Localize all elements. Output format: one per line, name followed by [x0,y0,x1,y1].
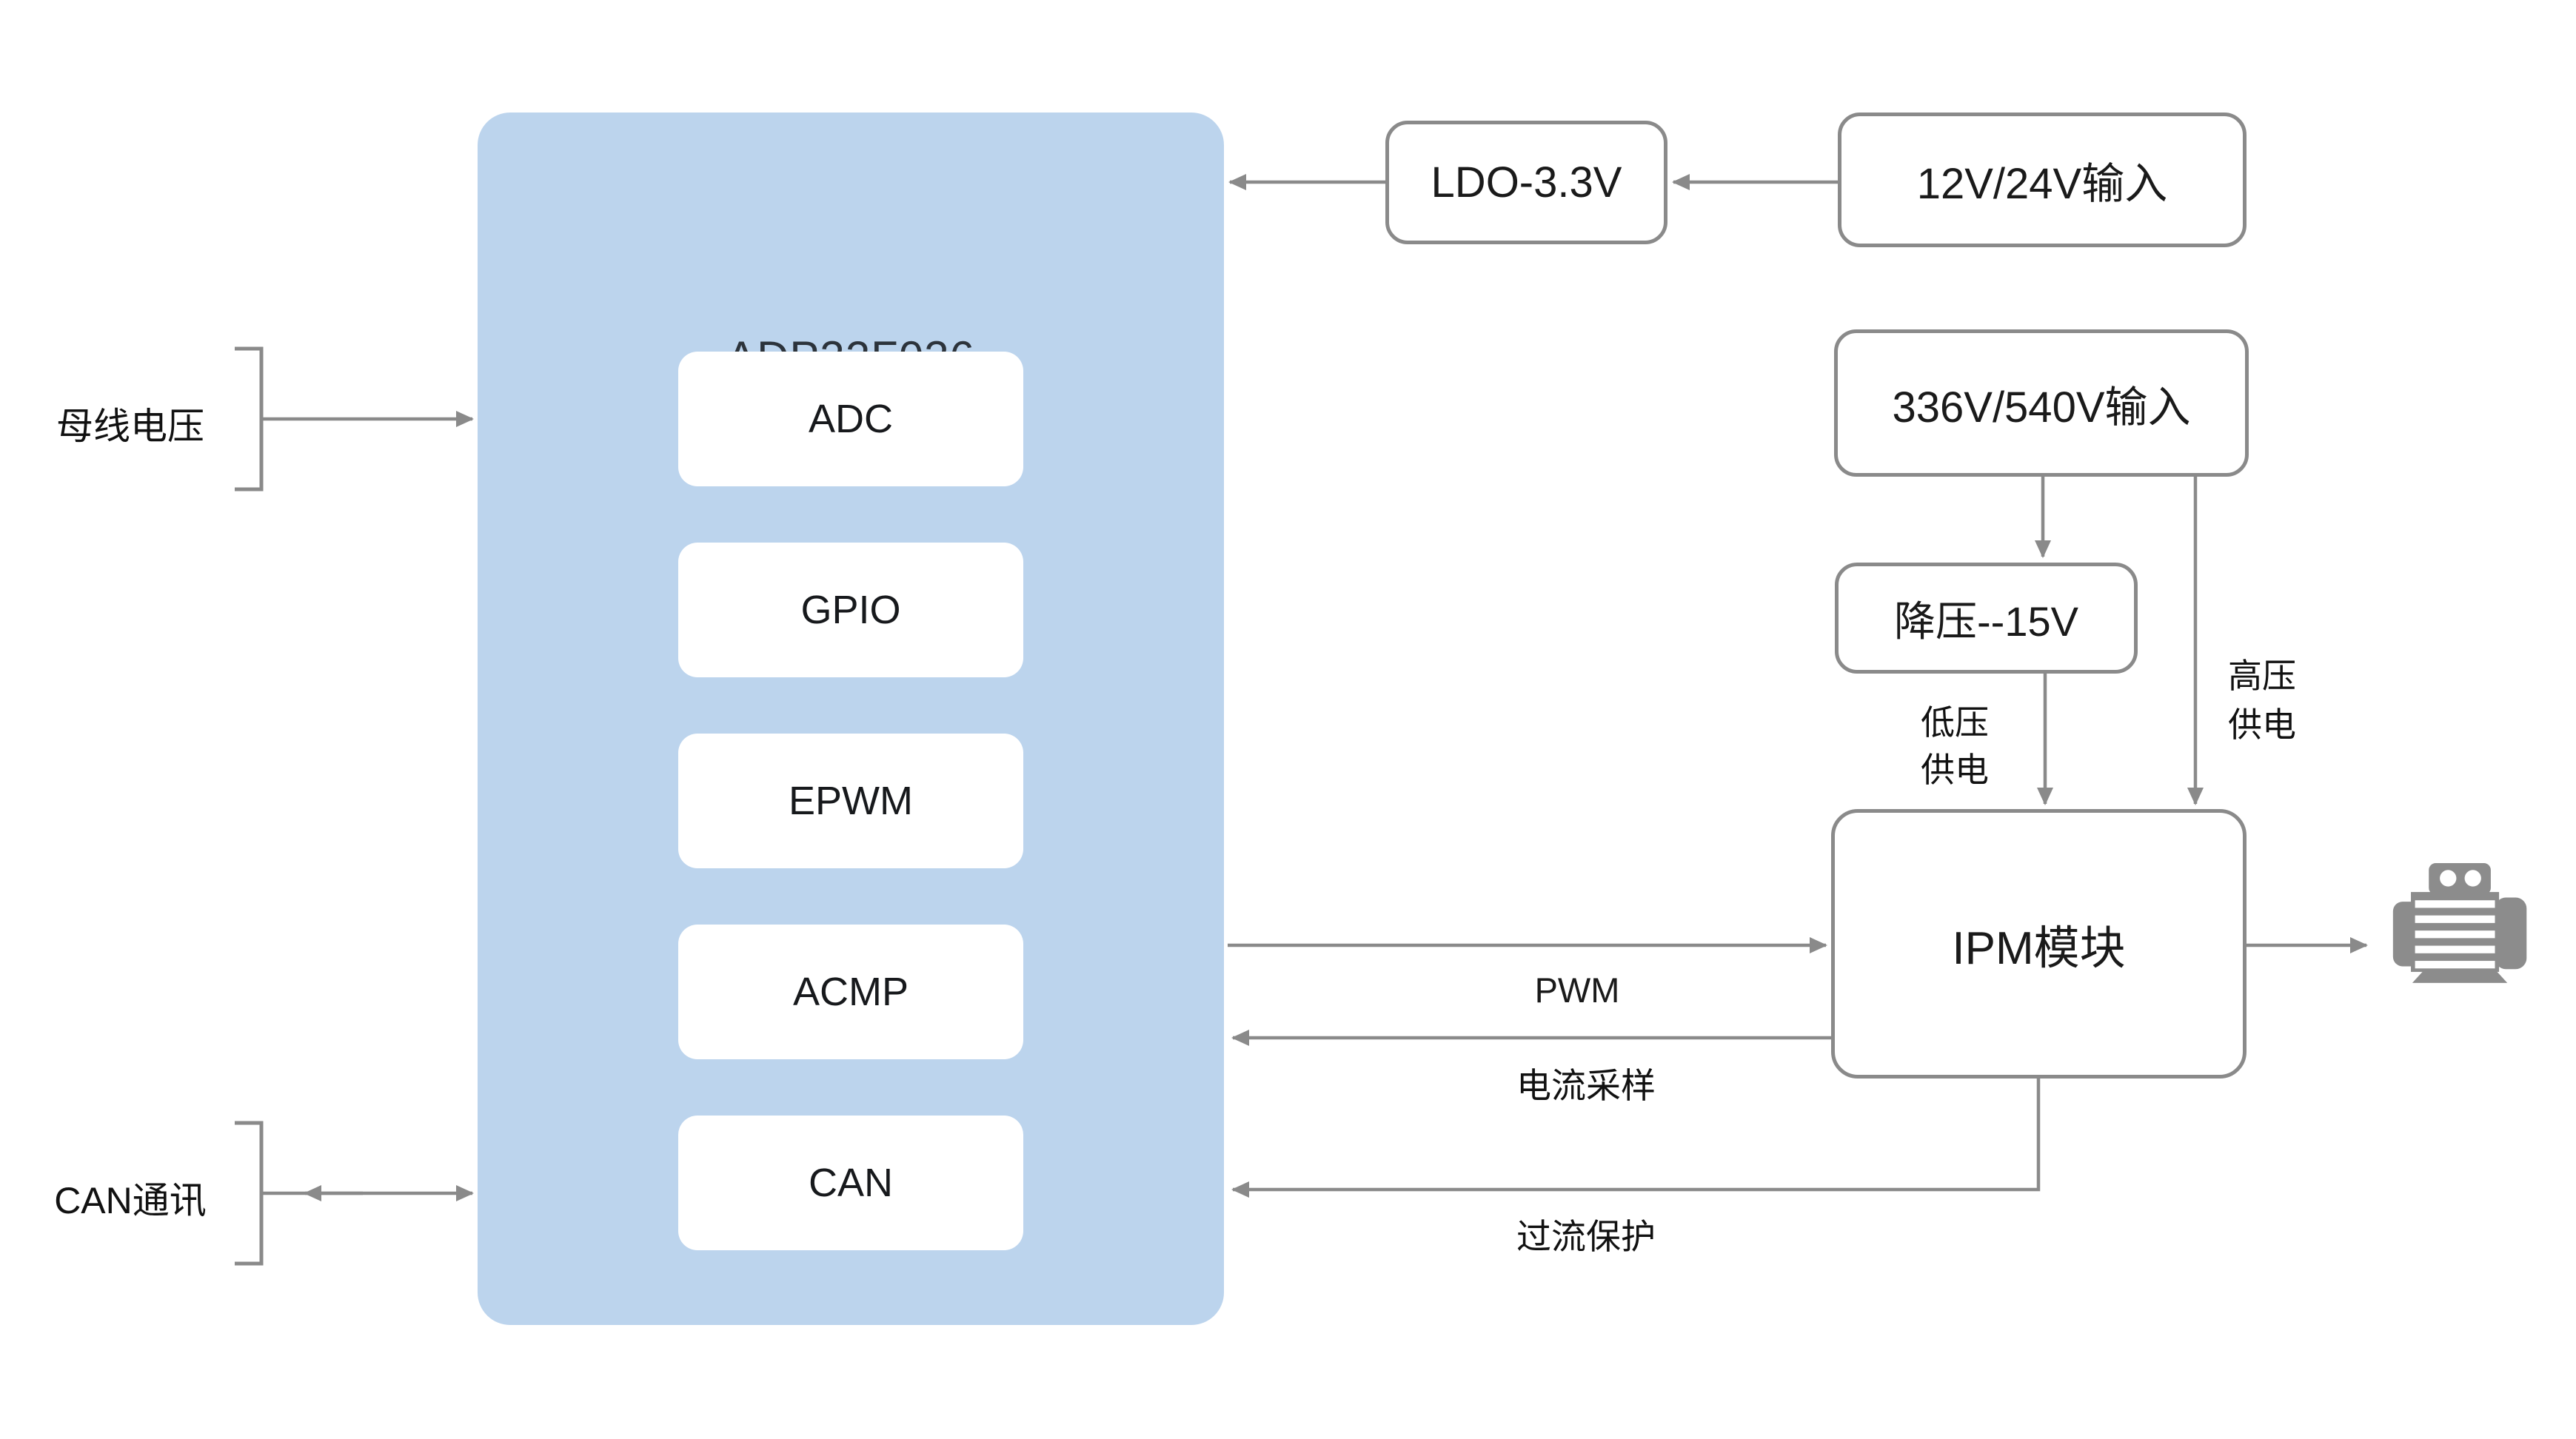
input-336v-540v-label: 336V/540V输入 [1892,383,2191,432]
input-12v-24v-label: 12V/24V输入 [1916,160,2168,208]
bus-voltage-bracket [235,346,264,492]
ipm-module-label: IPM模块 [1952,923,2126,974]
high-voltage-supply-line2: 供电 [2228,705,2296,744]
overcurrent-label: 过流保护 [1516,1217,1656,1256]
module-label: ACMP [792,970,909,1014]
ipm-module-box: IPM模块 [1831,809,2247,1079]
module-box-can: CAN [678,1116,1023,1250]
module-box-gpio: GPIO [678,543,1023,677]
can-comm-label: CAN通讯 [54,1180,207,1221]
pwm-label: PWM [1534,970,1620,1010]
buck-15v-box: 降压--15V [1835,563,2138,674]
input-336v-540v-box: 336V/540V输入 [1834,329,2249,477]
module-box-epwm: EPWM [678,734,1023,868]
bus-voltage-label: 母线电压 [56,406,204,447]
low-voltage-supply-line2: 供电 [1921,751,1989,789]
high-voltage-supply-line1: 高压 [2228,657,2296,695]
current-sample-label: 电流采样 [1516,1066,1656,1105]
high-voltage-supply-label: 高压 供电 [2218,651,2306,749]
can-bracket [235,1121,264,1266]
motor-icon [2392,863,2527,983]
module-label: CAN [808,1161,893,1205]
module-label: EPWM [789,779,913,823]
module-label: ADC [808,397,893,441]
low-voltage-supply-line1: 低压 [1921,703,1989,742]
ldo-label: LDO-3.3V [1431,158,1622,207]
arrow-overcurrent [1231,1079,2041,1198]
ldo-box: LDO-3.3V [1385,121,1667,244]
module-label: GPIO [800,588,901,632]
buck-15v-label: 降压--15V [1894,597,2078,645]
module-box-acmp: ACMP [678,925,1023,1059]
module-box-adc: ADC [678,352,1023,486]
mcu-block: ADP32F036 ADC GPIO EPWM ACMP CAN [478,113,1224,1325]
input-12v-24v-box: 12V/24V输入 [1838,113,2247,247]
low-voltage-supply-label: 低压 供电 [1899,699,2010,794]
